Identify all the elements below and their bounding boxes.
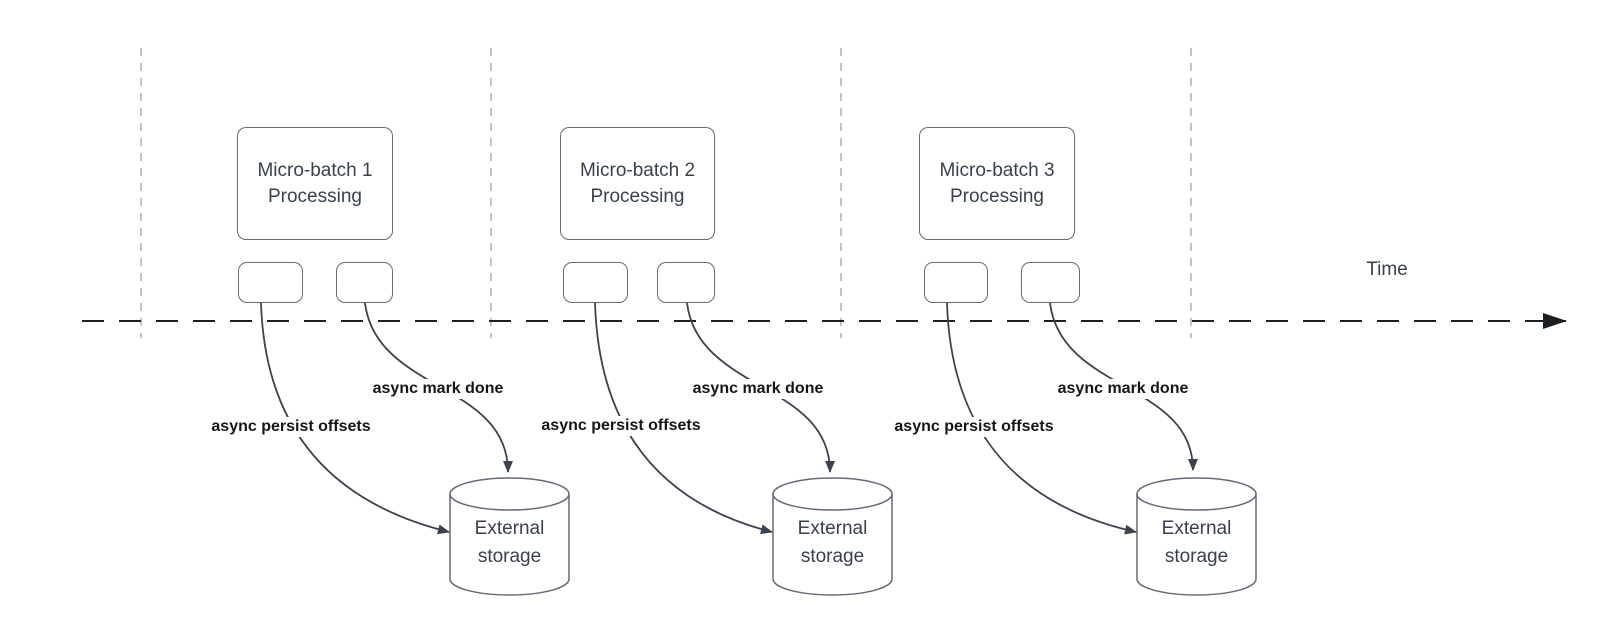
async-mark-done-label-3: async mark done <box>1054 379 1192 399</box>
micro-batch-2-title: Micro-batch 2 Processing <box>579 159 696 207</box>
micro-batch-3-box: Micro-batch 3 Processing <box>919 127 1075 240</box>
async-persist-offsets-label-1: async persist offsets <box>208 417 374 437</box>
mark-done-task-box-3 <box>1021 262 1080 303</box>
async-persist-offsets-label-2: async persist offsets <box>538 416 704 436</box>
async-persist-offsets-arrow-3 <box>946 302 1137 535</box>
micro-batch-3-title: Micro-batch 3 Processing <box>939 159 1055 207</box>
micro-batch-1-box: Micro-batch 1 Processing <box>237 127 393 240</box>
async-mark-done-label-1: async mark done <box>369 379 507 399</box>
async-persist-offsets-arrow-2 <box>594 302 773 535</box>
async-mark-done-label-2: async mark done <box>689 379 827 399</box>
external-storage-cylinder-2 <box>772 477 893 596</box>
time-axis-label: Time <box>1366 259 1408 280</box>
micro-batch-2-box: Micro-batch 2 Processing <box>560 127 715 240</box>
mark-done-task-box-2 <box>657 262 715 303</box>
persist-offsets-task-box-3 <box>924 262 988 303</box>
external-storage-cylinder-3 <box>1136 477 1257 596</box>
async-persist-offsets-arrow-1 <box>260 302 450 535</box>
persist-offsets-task-box-1 <box>238 262 303 303</box>
micro-batch-1-title: Micro-batch 1 Processing <box>257 159 373 207</box>
external-storage-cylinder-1 <box>449 477 570 596</box>
persist-offsets-task-box-2 <box>563 262 628 303</box>
async-persist-offsets-label-3: async persist offsets <box>891 417 1057 437</box>
mark-done-task-box-1 <box>336 262 393 303</box>
